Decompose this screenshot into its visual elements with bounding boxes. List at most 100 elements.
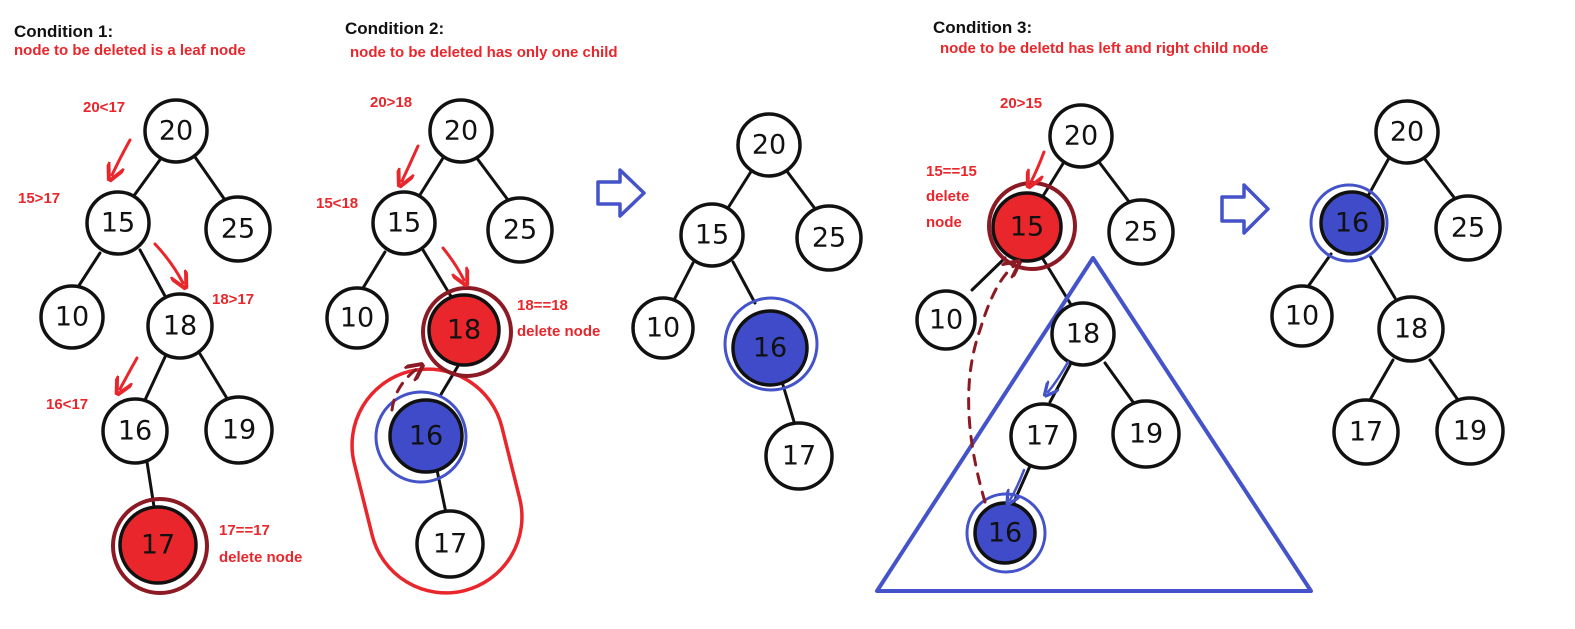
dashed-move-arrow-icon xyxy=(390,368,418,412)
node-19 xyxy=(204,395,274,465)
node-16-replacement xyxy=(731,309,809,387)
node-label: 20 xyxy=(159,116,193,147)
node-label: 15 xyxy=(387,208,421,239)
node-label: 17 xyxy=(782,441,816,472)
delete-node-label: delete node xyxy=(517,323,600,340)
node-19 xyxy=(1435,396,1505,466)
comparison-label: 18==18 xyxy=(517,297,568,314)
node-25 xyxy=(204,195,272,263)
node-label: 15 xyxy=(695,220,729,251)
red-arrow-icon xyxy=(402,144,420,181)
condition-3-subtitle: node to be deletd has left and right chi… xyxy=(940,40,1268,57)
node-20 xyxy=(428,98,494,164)
node-15 xyxy=(85,190,151,256)
comparison-label: 20<17 xyxy=(83,99,125,116)
dashed-move-arrow-icon xyxy=(967,265,1015,504)
node-10 xyxy=(325,286,389,350)
node-16-replacement xyxy=(388,398,464,474)
comparison-label: 20>15 xyxy=(1000,95,1042,112)
node-20 xyxy=(736,112,802,178)
node-label: 10 xyxy=(646,313,680,344)
deleted-node-ring xyxy=(111,497,209,595)
node-17 xyxy=(764,421,834,491)
node-label: 20 xyxy=(444,116,478,147)
subtree-triangle xyxy=(875,256,1313,593)
node-label: 15 xyxy=(1010,212,1044,243)
node-label: 18 xyxy=(1394,314,1428,345)
node-label: 16 xyxy=(753,333,787,364)
node-label: 10 xyxy=(929,305,963,336)
node-label: 25 xyxy=(221,214,255,245)
node-15 xyxy=(371,190,437,256)
node-label: 18 xyxy=(163,311,197,342)
red-arrow-icon xyxy=(153,242,183,283)
node-label: 10 xyxy=(340,303,374,334)
condition-1-subtitle: node to be deleted is a leaf node xyxy=(14,42,246,59)
condition-1-title: Condition 1: xyxy=(14,22,113,41)
node-16 xyxy=(101,397,169,465)
comparison-label: 15==15 xyxy=(926,163,977,180)
node-20 xyxy=(1048,103,1114,169)
blue-arrow-icon xyxy=(1010,468,1026,500)
node-18 xyxy=(146,292,214,360)
replacement-node-ring xyxy=(723,296,819,392)
condition-3-title: Condition 3: xyxy=(933,18,1032,37)
comparison-label: 20>18 xyxy=(370,94,412,111)
node-label: 19 xyxy=(222,415,256,446)
node-25 xyxy=(1434,194,1502,262)
node-label: 17 xyxy=(433,529,467,560)
node-label: 25 xyxy=(812,223,846,254)
tree-condition-1: 20 15 25 10 18 16 19 17 20<17 15>17 18>1… xyxy=(18,98,302,595)
node-label: 16 xyxy=(118,416,152,447)
node-16-replacement xyxy=(1319,190,1385,256)
tree-condition-3-before: 20 15 25 10 18 17 19 16 20>15 15==15 del… xyxy=(875,95,1313,593)
node-label: 10 xyxy=(55,302,89,333)
red-arrow-icon xyxy=(1031,150,1046,182)
node-18 xyxy=(1050,301,1116,367)
delete-node-label: delete node xyxy=(219,549,302,566)
tree-condition-2-before: 20 15 25 10 18 16 17 20>18 15<18 18==18 … xyxy=(316,94,600,595)
node-10 xyxy=(1270,284,1334,348)
node-18-deleted xyxy=(427,293,501,367)
node-label: 18 xyxy=(447,315,481,346)
node-label: 15 xyxy=(101,208,135,239)
node-label: 20 xyxy=(752,130,786,161)
node-15-deleted xyxy=(991,191,1063,263)
delete-label: delete xyxy=(926,188,969,205)
node-label-text: node xyxy=(926,214,962,231)
node-label: 19 xyxy=(1453,416,1487,447)
node-label: 18 xyxy=(1066,319,1100,350)
node-label: 25 xyxy=(1124,217,1158,248)
node-label: 16 xyxy=(988,518,1022,549)
tree-condition-3-after: 20 16 25 10 18 17 19 xyxy=(1270,99,1505,466)
node-25 xyxy=(1107,198,1175,266)
node-label: 17 xyxy=(1349,417,1383,448)
replacement-node-ring xyxy=(374,390,468,484)
comparison-label: 15>17 xyxy=(18,190,60,207)
node-label: 17 xyxy=(1026,421,1060,452)
node-25 xyxy=(795,204,863,272)
condition-2-subtitle: node to be deleted has only one child xyxy=(350,44,618,61)
condition-2-title: Condition 2: xyxy=(345,19,444,38)
node-17 xyxy=(415,509,485,579)
node-label: 19 xyxy=(1129,419,1163,450)
node-label: 16 xyxy=(1335,208,1369,239)
node-10 xyxy=(631,296,695,360)
comparison-label: 15<18 xyxy=(316,195,358,212)
node-10 xyxy=(915,289,977,351)
node-label: 25 xyxy=(503,215,537,246)
node-label: 25 xyxy=(1451,213,1485,244)
comparison-label: 16<17 xyxy=(46,396,88,413)
node-15 xyxy=(679,202,745,268)
node-17 xyxy=(1332,398,1400,466)
comparison-label: 17==17 xyxy=(219,522,270,539)
node-16-replacement xyxy=(973,501,1037,565)
replacement-node-ring xyxy=(1309,183,1389,263)
node-label: 16 xyxy=(409,421,443,452)
comparison-label: 18>17 xyxy=(212,291,254,308)
node-label: 20 xyxy=(1064,121,1098,152)
red-arrow-icon xyxy=(112,138,132,175)
transform-arrow-icon xyxy=(1220,183,1270,235)
node-20 xyxy=(143,98,209,164)
